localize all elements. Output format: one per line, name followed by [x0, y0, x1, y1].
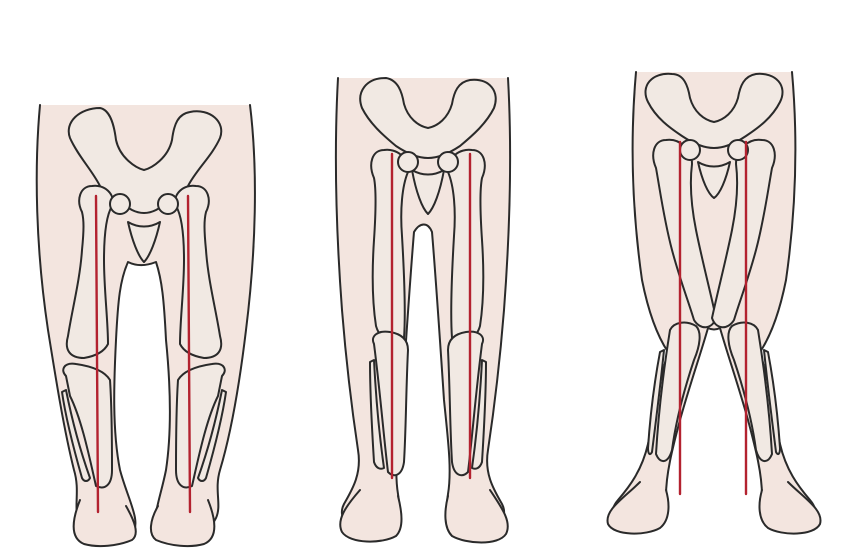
hip-joint	[110, 194, 130, 214]
hip-joint	[398, 152, 418, 172]
femur-bone	[371, 150, 408, 341]
hip-joint	[438, 152, 458, 172]
foot	[74, 500, 136, 546]
foot	[151, 500, 214, 546]
hip-joint	[680, 140, 700, 160]
femur-bone	[448, 150, 485, 341]
hip-joint	[158, 194, 178, 214]
